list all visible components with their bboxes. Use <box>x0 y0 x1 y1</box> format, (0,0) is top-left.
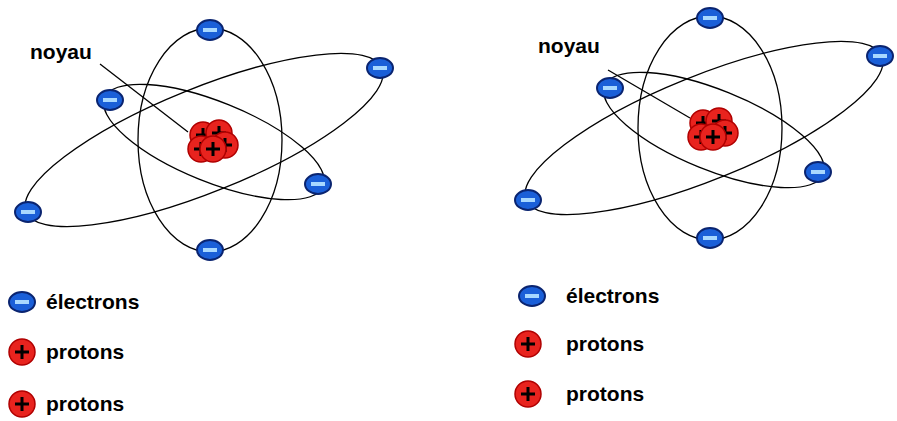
proton-symbol <box>515 381 541 407</box>
legend-text: protons <box>566 332 644 355</box>
legend-text: protons <box>566 382 644 405</box>
part-label: noyau <box>30 40 92 63</box>
electron-symbol <box>9 292 35 312</box>
proton-symbol <box>515 331 541 357</box>
legend-text: protons <box>46 392 124 415</box>
legend-text: électrons <box>46 290 139 313</box>
leader-line <box>100 64 188 132</box>
proton-symbol <box>9 391 35 417</box>
proton-symbol <box>9 339 35 365</box>
electron-symbol <box>519 286 545 306</box>
leader-line <box>608 70 690 118</box>
part-label: noyau <box>538 34 600 57</box>
atom <box>7 20 402 260</box>
atom <box>507 8 897 248</box>
legend-text: électrons <box>566 284 659 307</box>
legend-text: protons <box>46 340 124 363</box>
